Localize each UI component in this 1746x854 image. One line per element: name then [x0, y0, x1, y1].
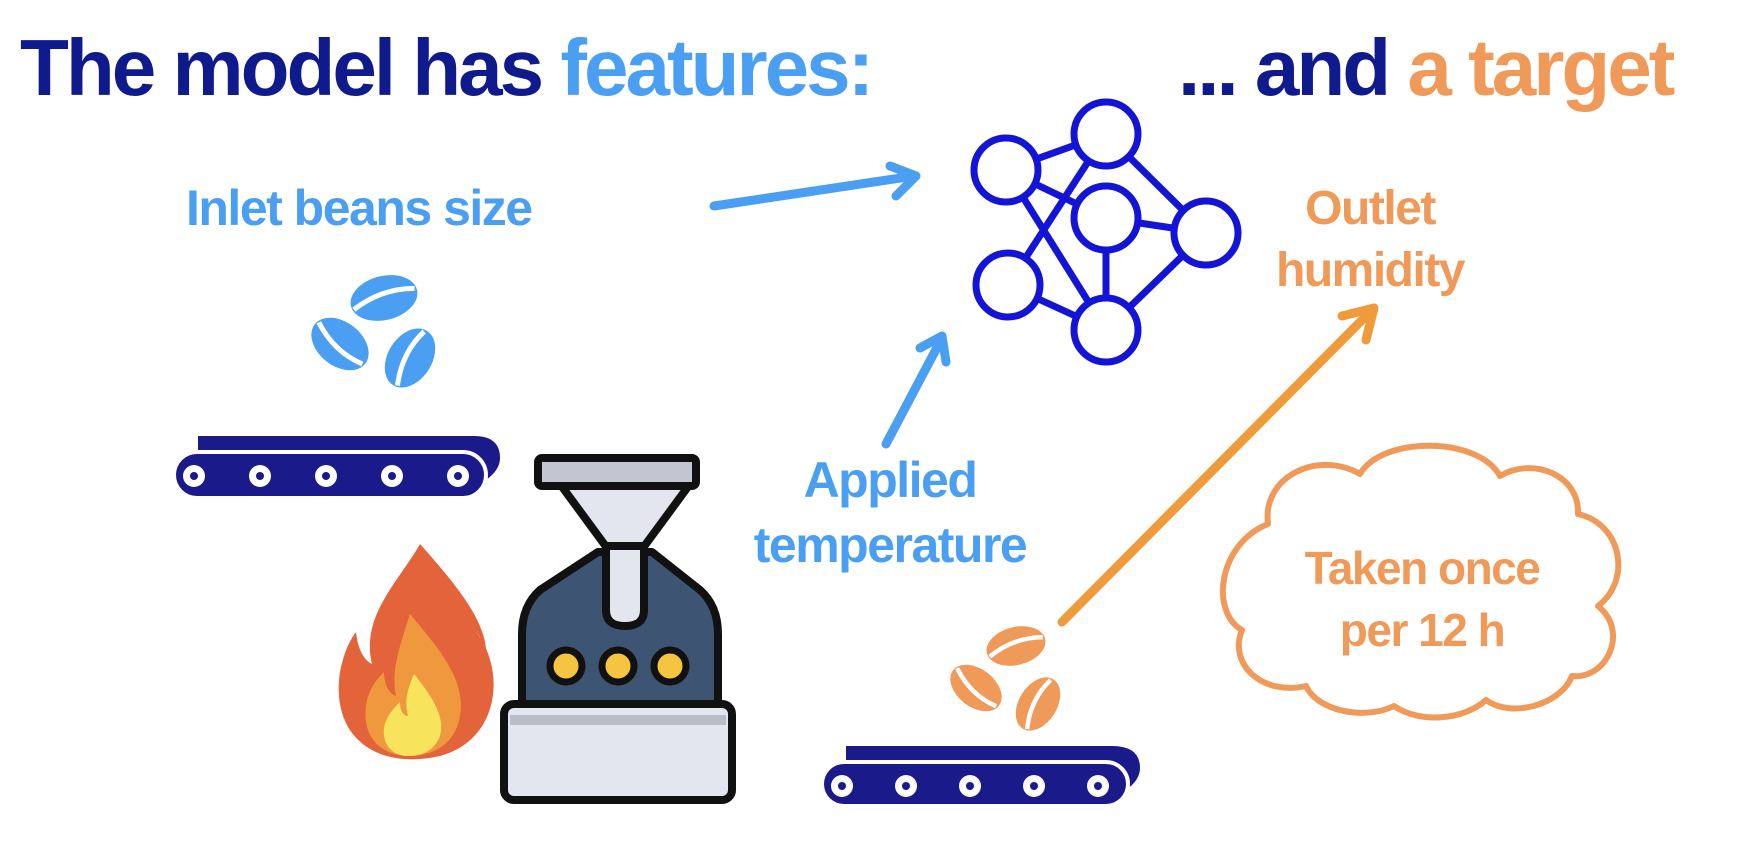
heading-features: The model has features:	[20, 28, 874, 108]
applied-temperature-label: Applied temperature	[730, 448, 1050, 578]
heading-features-prefix: The model has	[20, 23, 561, 112]
cloud-text-line-1: Taken once	[1305, 542, 1541, 594]
applied-temperature-line-1: Applied	[803, 452, 978, 508]
heading-features-keyword: features:	[560, 23, 874, 112]
outlet-humidity-line-1: Outlet	[1305, 182, 1436, 235]
arrow-temperature-to-model	[881, 331, 951, 449]
fire-icon	[338, 544, 494, 760]
applied-temperature-line-2: temperature	[753, 517, 1028, 573]
heading-target-prefix: ... and	[1178, 23, 1408, 112]
outlet-humidity-line-2: humidity	[1276, 244, 1466, 298]
neural-network-icon	[970, 98, 1242, 366]
inlet-beans-size-label: Inlet beans size	[186, 180, 533, 236]
outlet-conveyor-belt-icon	[820, 746, 1140, 808]
inlet-coffee-beans-icon	[311, 275, 436, 388]
heading-target-keyword: a target	[1407, 23, 1675, 112]
cloud-shape	[1219, 442, 1622, 721]
heading-target: ... and a target	[1178, 28, 1675, 108]
arrow-inlet-to-model	[709, 161, 921, 211]
outlet-coffee-beans-icon	[950, 626, 1061, 731]
roasting-machine-icon	[500, 454, 736, 804]
inlet-conveyor-belt-icon	[172, 436, 500, 500]
outlet-humidity-label: Outlet humidity	[1240, 178, 1500, 303]
cloud-text-line-2: per 12 h	[1340, 604, 1504, 656]
arrow-outlet-to-target	[1057, 303, 1379, 627]
